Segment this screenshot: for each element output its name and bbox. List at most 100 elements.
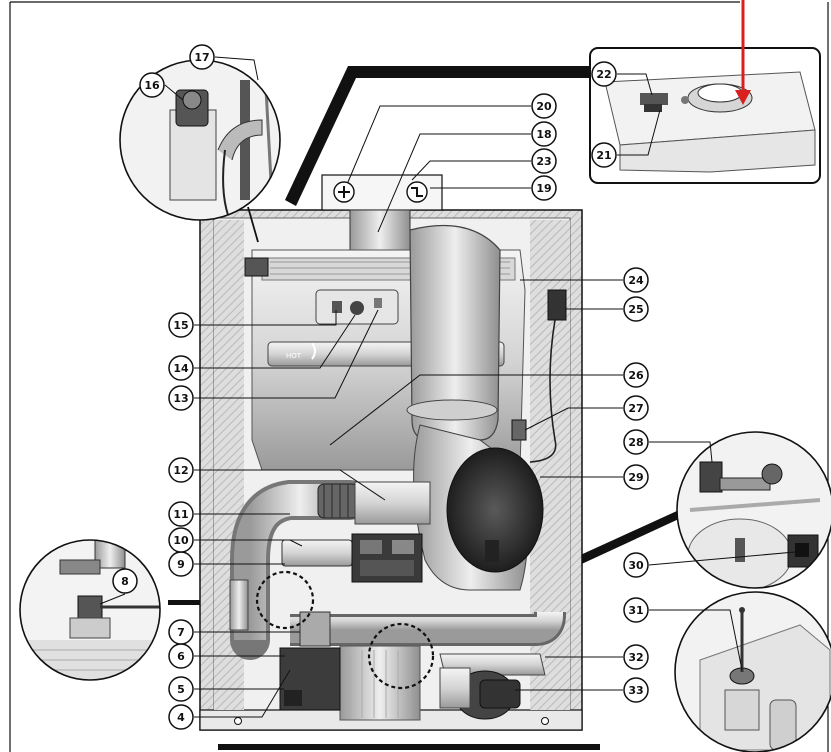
callout-9: 9 [168, 551, 194, 577]
leader-line-16 [164, 84, 184, 101]
callout-circle-29 [623, 464, 649, 490]
callout-number-11: 11 [173, 508, 188, 521]
callout-number-4: 4 [177, 711, 185, 724]
leader-line-22 [617, 73, 653, 96]
callout-10: 10 [168, 527, 194, 553]
leader-line-31 [649, 609, 743, 671]
callout-circle-13 [168, 385, 194, 411]
callout-circle-20 [531, 93, 557, 119]
callout-circle-27 [623, 395, 649, 421]
callout-number-20: 20 [536, 100, 552, 113]
callout-labels: 4 5 6 7 8 9 10 11 12 13 14 15 16 17 18 19 20 21 22 23 24 25 26… [112, 44, 649, 730]
leader-line-21 [617, 109, 661, 156]
callout-33: 33 [623, 677, 649, 703]
callout-number-28: 28 [628, 436, 643, 449]
leader-line-4 [194, 669, 291, 718]
callout-number-10: 10 [173, 534, 189, 547]
callout-30: 30 [623, 552, 649, 578]
callout-circle-14 [168, 355, 194, 381]
callout-22: 22 [591, 61, 617, 87]
callout-number-29: 29 [628, 471, 643, 484]
callout-17: 17 [189, 44, 215, 70]
pump [439, 667, 521, 720]
callout-circle-16 [139, 72, 165, 98]
callout-26: 26 [623, 362, 649, 388]
callout-14: 14 [168, 355, 194, 381]
callout-circle-11 [168, 501, 194, 527]
callout-16: 16 [139, 72, 165, 98]
callout-29: 29 [623, 464, 649, 490]
elbow-pipe [230, 480, 431, 660]
callout-24: 24 [623, 267, 649, 293]
dashed-highlights [255, 570, 435, 690]
callout-number-26: 26 [628, 369, 644, 382]
callout-number-13: 13 [173, 392, 188, 405]
callout-number-18: 18 [536, 128, 551, 141]
leader-line-23 [411, 160, 531, 181]
leader-line-26 [329, 374, 623, 446]
leader-line-28 [649, 441, 713, 463]
inset-detail-8 [19, 539, 161, 681]
red-arrow [735, 0, 751, 105]
callout-19: 19 [531, 175, 557, 201]
callout-circle-21 [591, 142, 617, 168]
callout-number-16: 16 [144, 79, 160, 92]
callout-circle-19 [531, 175, 557, 201]
callout-circle-8 [112, 568, 138, 594]
callout-number-31: 31 [628, 604, 643, 617]
callout-21: 21 [591, 142, 617, 168]
pipe-label: HOT [286, 352, 302, 360]
leader-line-10 [194, 539, 303, 547]
callout-number-23: 23 [536, 155, 551, 168]
callout-circle-28 [623, 429, 649, 455]
callout-number-24: 24 [628, 274, 644, 287]
callout-7: 7 [168, 619, 194, 645]
flue-adaptor [321, 174, 443, 251]
callout-number-12: 12 [173, 464, 188, 477]
leader-line-15 [194, 310, 337, 326]
callout-number-32: 32 [628, 651, 643, 664]
leader-line-30 [648, 551, 796, 566]
callout-circle-31 [623, 597, 649, 623]
callout-circle-18 [531, 121, 557, 147]
callout-circle-7 [168, 619, 194, 645]
callout-28: 28 [623, 429, 649, 455]
callout-11: 11 [168, 501, 194, 527]
callout-25: 25 [623, 296, 649, 322]
callout-circle-30 [623, 552, 649, 578]
leader-line-20 [347, 105, 531, 183]
callout-circle-22 [591, 61, 617, 87]
callout-circle-26 [623, 362, 649, 388]
leader-line-14 [194, 314, 356, 369]
callout-5: 5 [168, 676, 194, 702]
callout-number-8: 8 [121, 575, 129, 588]
callout-number-14: 14 [173, 362, 189, 375]
callout-4: 4 [168, 704, 194, 730]
inset-detail-31 [674, 591, 831, 752]
callout-circle-23 [531, 148, 557, 174]
leader-line-18 [377, 133, 531, 233]
callout-6: 6 [168, 643, 194, 669]
callout-number-7: 7 [177, 626, 185, 639]
callout-27: 27 [623, 395, 649, 421]
callout-circle-33 [623, 677, 649, 703]
outer-frame [9, 1, 829, 752]
callout-number-19: 19 [536, 182, 551, 195]
callout-circle-10 [168, 527, 194, 553]
callout-12: 12 [168, 457, 194, 483]
inset-detail-21-22 [589, 47, 821, 184]
leader-line-27 [524, 407, 623, 431]
inset-detail-28-30 [676, 431, 831, 589]
callout-13: 13 [168, 385, 194, 411]
callout-number-15: 15 [173, 319, 188, 332]
inset-detail-16-17 [119, 59, 281, 243]
callout-circle-12 [168, 457, 194, 483]
callout-number-25: 25 [628, 303, 643, 316]
callout-number-17: 17 [194, 51, 209, 64]
callout-number-22: 22 [596, 68, 611, 81]
callout-number-5: 5 [177, 683, 185, 696]
callout-number-27: 27 [628, 402, 643, 415]
leader-line-8 [99, 593, 126, 605]
